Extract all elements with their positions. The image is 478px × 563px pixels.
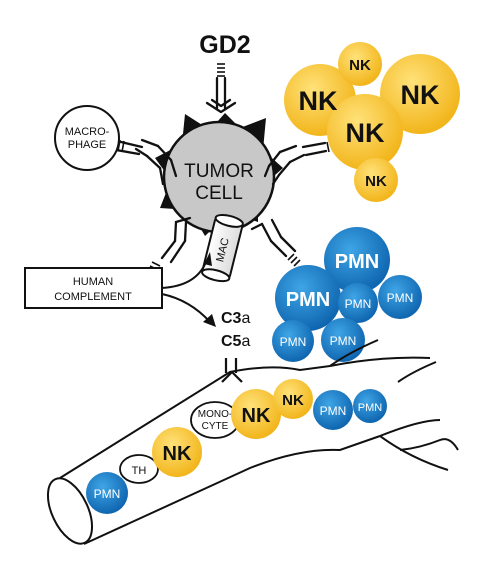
vessel-cells: PMN TH NK MONO- CYTE NK NK PMN PMN [86, 379, 387, 514]
antibody-left [114, 138, 178, 186]
pmn-cell [324, 227, 390, 293]
pmn-cell [378, 275, 422, 319]
monocyte-label-line1: MONO- [198, 409, 232, 420]
tumor-label-line1: TUMOR [184, 161, 254, 182]
blood-vessel [46, 339, 459, 545]
monocyte-label-line2: CYTE [202, 421, 229, 432]
mac-pore: MAC [201, 213, 244, 283]
nk-label: NK [282, 392, 304, 409]
nk-label: NK [299, 86, 338, 116]
pmn-label: PMN [280, 335, 307, 349]
macrophage-label-line2: PHAGE [68, 139, 107, 151]
macrophage: MACRO- PHAGE [54, 105, 120, 171]
tumor-label-line2: CELL [195, 183, 243, 204]
nk-cluster: NK NK NK NK NK [284, 42, 460, 202]
pmn-label: PMN [320, 404, 347, 418]
nk-cell [380, 54, 460, 134]
pmn-cell [338, 283, 378, 323]
pmn-cell [86, 472, 128, 514]
pmn-label: PMN [330, 334, 357, 348]
nk-cell [338, 42, 382, 86]
nk-label: NK [349, 57, 371, 74]
pmn-label: PMN [345, 297, 372, 311]
svg-text:C3a: C3a [221, 310, 250, 327]
mac-label: MAC [214, 237, 232, 264]
complement-label-line2: COMPLEMENT [54, 291, 132, 303]
complement-products: C3a C5a [221, 310, 250, 350]
antibody-bottom-right [250, 218, 297, 258]
pmn-label: PMN [286, 289, 330, 311]
pmn-cluster: PMN PMN PMN PMN PMN PMN [272, 227, 422, 362]
pmn-cell [353, 389, 387, 423]
pmn-cell [272, 320, 314, 362]
tumor-cell: TUMOR CELL [155, 113, 283, 236]
th-cell [119, 454, 159, 484]
svg-text:C5a: C5a [221, 333, 250, 350]
nk-label: NK [163, 443, 192, 465]
complement-label-line1: HUMAN [73, 276, 113, 288]
pmn-cell [313, 390, 353, 430]
pmn-label: PMN [335, 251, 379, 273]
nk-label: NK [346, 118, 385, 148]
nk-label: NK [401, 80, 440, 110]
macrophage-label-line1: MACRO- [65, 126, 110, 138]
antibody-bottom-left [160, 216, 192, 264]
c5-label: C5 [221, 333, 242, 350]
c3-label: C3 [221, 310, 242, 327]
c5-subscript: a [241, 333, 250, 350]
nk-cell [354, 158, 398, 202]
pmn-label: PMN [358, 402, 383, 414]
c3-subscript: a [241, 310, 250, 327]
nk-label: NK [242, 405, 271, 427]
complement-arrows [161, 252, 216, 327]
antibody-vessel [221, 358, 243, 383]
nk-cell [152, 427, 202, 477]
nk-cell [231, 389, 281, 439]
nk-label: NK [365, 173, 387, 190]
pmn-label: PMN [387, 291, 414, 305]
gd2-title: GD2 [199, 31, 250, 59]
nk-cell [327, 94, 403, 170]
th-label: TH [132, 465, 147, 477]
antibody-right [263, 141, 328, 186]
complement-box: HUMAN COMPLEMENT [24, 267, 163, 309]
pmn-cell [275, 265, 341, 331]
antibody-top [205, 76, 237, 114]
nk-cell [273, 379, 313, 419]
pmn-label: PMN [94, 487, 121, 501]
